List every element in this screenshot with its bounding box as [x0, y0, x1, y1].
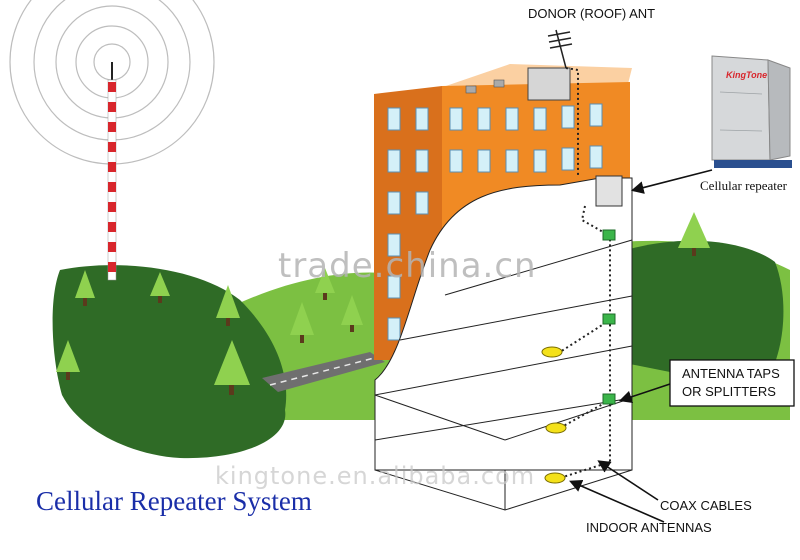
coax-cables-label: COAX CABLES — [660, 498, 752, 513]
building-repeater-box — [595, 175, 623, 207]
antenna-taps-box — [669, 359, 795, 407]
tree — [75, 270, 95, 306]
tree — [678, 212, 710, 256]
indoor-antennas — [541, 346, 567, 484]
tree — [150, 272, 170, 303]
coax-cable — [559, 67, 611, 479]
antenna-taps-label-line2: OR SPLITTERS — [682, 384, 776, 399]
diagram-title: Cellular Repeater System — [36, 486, 312, 516]
cutaway-floors — [374, 177, 633, 511]
donor-antenna — [547, 29, 573, 69]
antenna-taps-label-line1: ANTENNA TAPS — [682, 366, 780, 381]
tree — [341, 295, 363, 332]
road — [262, 352, 385, 392]
repeater-product — [711, 55, 792, 168]
repeater-brand-label: KingTone — [726, 70, 768, 80]
tree — [214, 340, 250, 395]
tree — [216, 285, 240, 326]
cellular-repeater-label: Cellular repeater — [700, 178, 787, 193]
watermark-primary: trade.china.cn — [278, 246, 537, 286]
trees — [56, 212, 710, 395]
splitters — [602, 229, 616, 405]
donor-antenna-label: DONOR (ROOF) ANT — [528, 6, 656, 21]
callout-arrows — [569, 169, 713, 523]
tree — [290, 302, 314, 343]
watermark-secondary: kingtone.en.alibaba.com — [215, 462, 536, 490]
tree — [56, 340, 80, 380]
indoor-antennas-label: INDOOR ANTENNAS — [586, 520, 712, 535]
cell-tower — [107, 62, 117, 281]
tree — [315, 268, 335, 300]
right-hill — [600, 240, 784, 390]
